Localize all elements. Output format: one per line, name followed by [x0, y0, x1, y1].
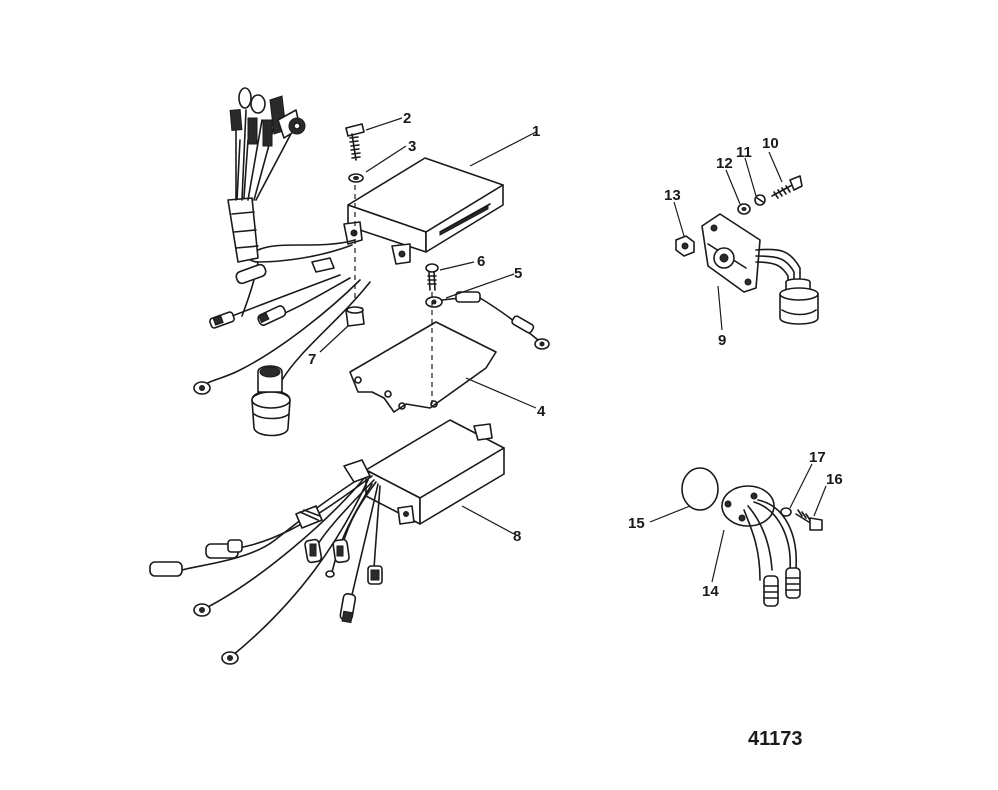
callout-2: 2 — [403, 110, 411, 127]
callout-17: 17 — [809, 449, 826, 466]
callout-13: 13 — [664, 187, 681, 204]
callout-4: 4 — [537, 403, 546, 420]
o-ring-15 — [681, 467, 719, 511]
callout-labels: 1 2 3 4 5 6 7 8 9 10 11 12 13 14 15 16 1… — [308, 110, 843, 600]
nut-13 — [675, 235, 695, 257]
wiring-harness-upper — [193, 87, 371, 437]
switch-9 — [701, 213, 819, 325]
bracket-4 — [349, 321, 497, 413]
callout-11: 11 — [736, 144, 752, 161]
ground-lead-5 — [425, 291, 550, 350]
screw-16 — [795, 509, 823, 531]
washer-17 — [780, 507, 792, 517]
callout-1: 1 — [532, 123, 540, 140]
callout-16: 16 — [826, 471, 843, 488]
callout-3: 3 — [408, 138, 416, 155]
plate-14 — [721, 485, 801, 607]
leader-lines — [319, 117, 827, 583]
callout-15: 15 — [628, 515, 645, 532]
module-8 — [365, 419, 505, 525]
callout-8: 8 — [513, 528, 521, 545]
callout-14: 14 — [702, 583, 719, 600]
callout-12: 12 — [716, 155, 733, 172]
callout-7: 7 — [308, 351, 316, 368]
callout-6: 6 — [477, 253, 485, 270]
boot-connector-upper — [251, 365, 291, 437]
screw-6 — [425, 263, 439, 291]
wiring-harness-lower — [149, 459, 383, 665]
washer-12 — [737, 203, 751, 215]
screw-2 — [345, 123, 365, 161]
nut-7 — [345, 306, 365, 327]
washer-3 — [348, 173, 364, 183]
screw-10 — [771, 175, 803, 199]
callout-9: 9 — [718, 332, 726, 349]
module-1 — [343, 157, 504, 265]
lockwasher-11 — [754, 194, 766, 206]
figure-number: 41173 — [748, 728, 803, 750]
callout-5: 5 — [514, 265, 522, 282]
callout-10: 10 — [762, 135, 779, 152]
